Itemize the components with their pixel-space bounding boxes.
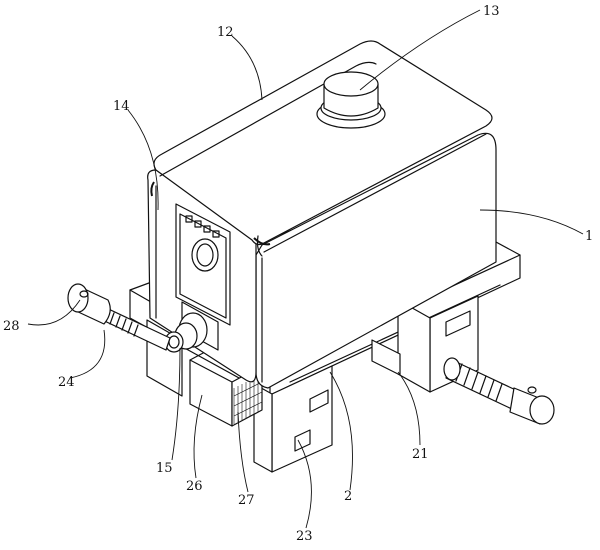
callout-28: 28 — [3, 319, 20, 334]
callout-2: 2 — [344, 489, 352, 504]
hatched-element — [233, 376, 263, 424]
callout-labels: 13 12 14 1 28 24 15 26 27 2 21 23 — [3, 4, 593, 544]
leader-lines — [27, 9, 584, 529]
top-knob — [316, 71, 386, 129]
callout-12: 12 — [217, 25, 234, 40]
connector-fitting — [164, 301, 219, 353]
callout-14: 14 — [113, 99, 130, 114]
callout-27: 27 — [238, 493, 255, 508]
callout-13: 13 — [483, 4, 500, 19]
right-screw-rod — [443, 357, 521, 411]
callout-26: 26 — [186, 479, 203, 494]
callout-23: 23 — [296, 529, 313, 544]
callout-1: 1 — [585, 229, 593, 244]
left-handle — [67, 283, 111, 325]
callout-15: 15 — [156, 461, 173, 476]
callout-21: 21 — [412, 447, 429, 462]
callout-24: 24 — [58, 375, 75, 390]
display-panel — [175, 203, 231, 326]
right-handle — [509, 386, 555, 425]
main-housing — [147, 40, 497, 389]
sensor-block — [189, 343, 263, 427]
